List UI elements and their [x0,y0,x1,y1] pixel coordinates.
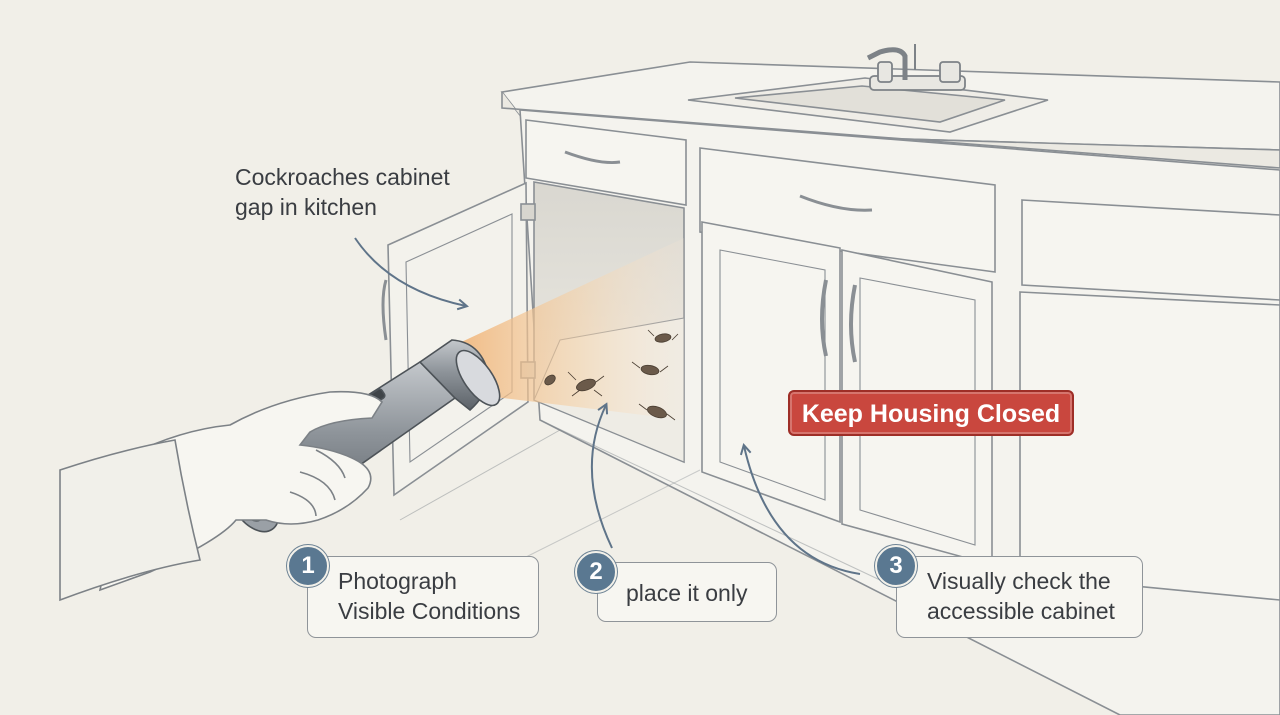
step-1-line-2: Visible Conditions [338,598,521,624]
cockroach-icon [544,329,679,421]
step-1-number: 1 [301,552,315,579]
step-2-box: place it only [597,562,777,622]
pointer-arrows [354,237,861,575]
annotation-line-1: Cockroaches cabinet [235,164,450,190]
step-3-line-1: Visually check the [927,568,1111,594]
annotation-line-2: gap in kitchen [235,194,377,220]
step-3-box: Visually check the accessible cabinet [896,556,1143,638]
warning-label: Keep Housing Closed [801,400,1061,428]
warning-badge: Keep Housing Closed [788,390,1074,436]
annotation-label: Cockroaches cabinet gap in kitchen [235,162,450,222]
faucet-icon [866,44,966,91]
hand-icon [59,390,384,602]
step-2-number: 2 [589,558,603,585]
step-3-badge: 3 [875,545,917,587]
step-2-line-1: place it only [626,580,748,606]
step-1-line-1: Photograph [338,568,457,594]
step-1-badge: 1 [287,545,329,587]
sink-icon [687,77,1049,133]
step-1-box: Photograph Visible Conditions [307,556,539,638]
light-beam [455,238,684,420]
step-2-badge: 2 [575,551,617,593]
step-3-line-2: accessible cabinet [927,598,1115,624]
step-3-number: 3 [889,552,903,579]
